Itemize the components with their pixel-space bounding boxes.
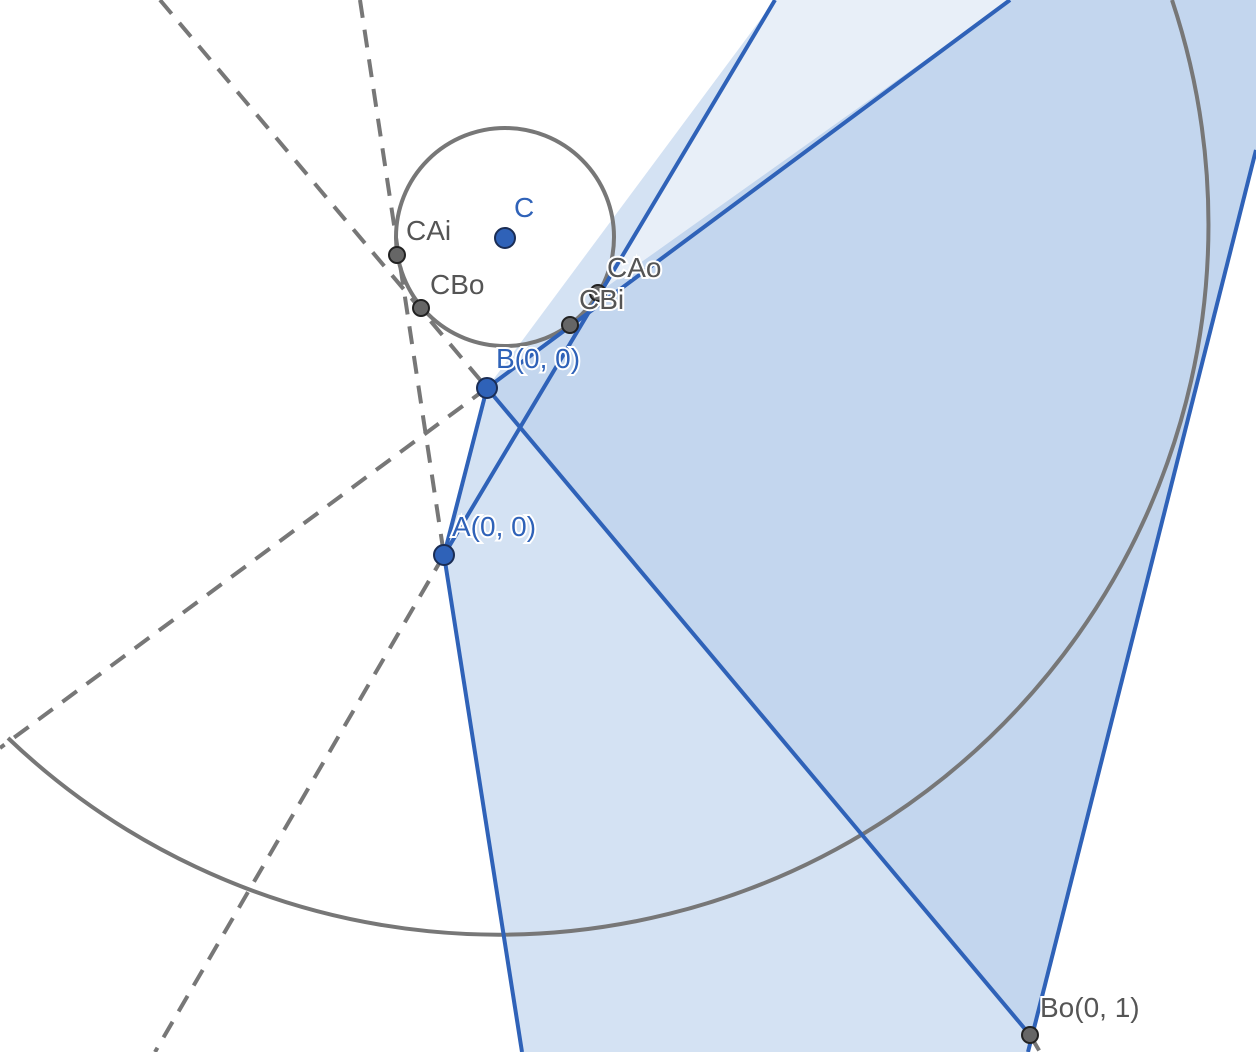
point-c[interactable] <box>494 227 516 249</box>
label-cai: CAi <box>406 215 451 246</box>
point-bo[interactable] <box>1021 1026 1039 1044</box>
label-c: C <box>514 192 534 223</box>
segment-b-bo <box>485 386 1032 1037</box>
segment-right-edge <box>1026 149 1256 1053</box>
label-cao: CAo <box>607 252 661 283</box>
point-a[interactable] <box>433 544 455 566</box>
small-circle <box>394 126 616 348</box>
point-cbi[interactable] <box>561 316 579 334</box>
label-cbo: CBo <box>430 269 484 300</box>
segment-a-top <box>442 0 777 557</box>
label-b: B(0, 0) <box>496 343 580 374</box>
dark-region-fill <box>487 0 1256 1052</box>
point-cao[interactable] <box>589 284 607 302</box>
dashed-line-1 <box>158 0 489 390</box>
large-circle-arc <box>6 0 1211 937</box>
dashed-line-3 <box>0 386 489 750</box>
dashed-line-4 <box>153 553 446 1054</box>
point-b[interactable] <box>476 377 498 399</box>
point-cbo[interactable] <box>412 299 430 317</box>
label-bo: Bo(0, 1) <box>1040 992 1140 1023</box>
label-a: A(0, 0) <box>452 511 536 542</box>
point-cai[interactable] <box>388 246 406 264</box>
segment-a-b <box>442 387 489 556</box>
label-cbi: CBi <box>579 284 624 315</box>
segment-a-bottom <box>442 554 524 1053</box>
